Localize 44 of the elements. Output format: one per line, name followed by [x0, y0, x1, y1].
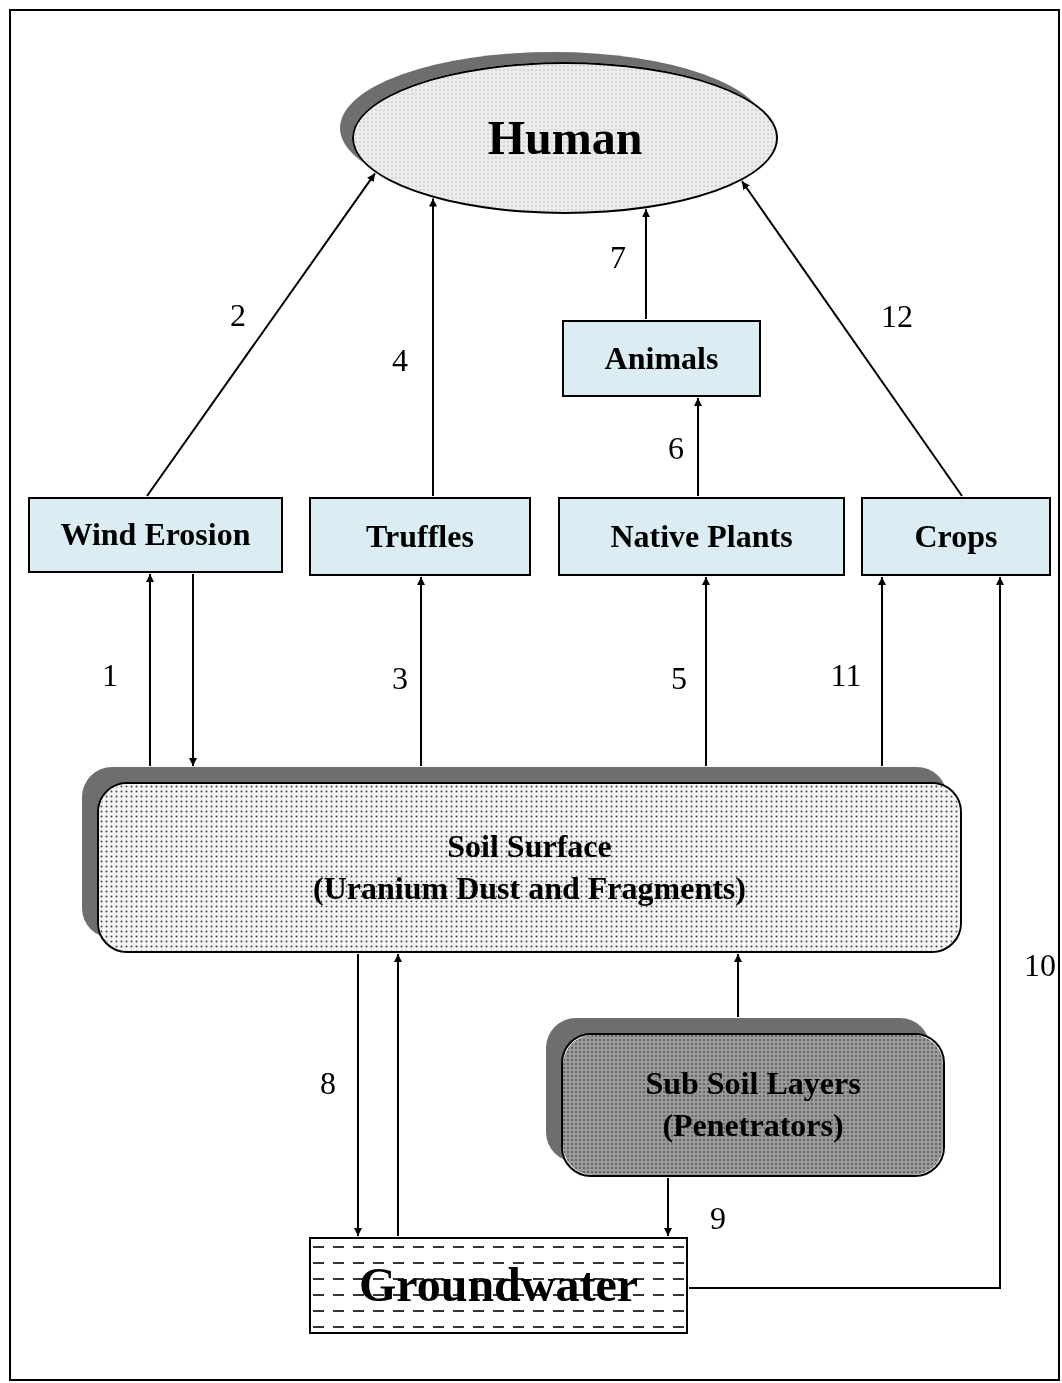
- arrow: [688, 576, 1004, 1289]
- node-label: (Penetrators): [662, 1106, 844, 1145]
- process-box: [558, 497, 845, 576]
- node-label: Wind Erosion: [60, 515, 251, 555]
- arrow: [354, 953, 362, 1237]
- node-label: Soil Surface: [447, 826, 612, 866]
- node-label: Crops: [914, 516, 998, 556]
- node-label: Human: [487, 109, 643, 166]
- process-box: [562, 320, 761, 397]
- node-label: Native Plants: [610, 516, 793, 556]
- edge-label: 1: [102, 656, 118, 694]
- edge-label: 7: [610, 238, 626, 276]
- node-label: Truffles: [366, 516, 474, 556]
- process-box: [309, 497, 531, 576]
- edge-label: 2: [230, 296, 246, 334]
- edge-label: 11: [830, 656, 862, 694]
- edge-label: 12: [881, 297, 913, 335]
- edge-label: 10: [1024, 946, 1056, 984]
- edge-label: 4: [392, 341, 408, 379]
- edge-label: 3: [392, 659, 408, 697]
- edge-label: 5: [671, 659, 687, 697]
- edge-label: 6: [668, 429, 684, 467]
- arrow: [189, 573, 197, 767]
- arrow: [417, 576, 425, 767]
- node-label: Animals: [604, 338, 719, 378]
- arrow: [702, 576, 710, 767]
- arrow: [394, 953, 402, 1237]
- arrow: [146, 172, 376, 497]
- edge-label: 9: [710, 1199, 726, 1237]
- arrow: [694, 397, 702, 497]
- arrow: [734, 953, 742, 1018]
- arrow: [146, 573, 154, 767]
- arrow: [741, 180, 963, 497]
- arrow: [878, 576, 886, 767]
- node-label: Sub Soil Layers: [645, 1064, 861, 1104]
- process-box: [28, 497, 283, 573]
- arrow: [664, 1177, 672, 1237]
- edge-label: 8: [320, 1064, 336, 1102]
- arrow: [429, 197, 437, 497]
- arrow: [642, 208, 650, 320]
- process-box: [861, 497, 1051, 576]
- groundwater-box: [309, 1237, 688, 1334]
- node-label: Groundwater: [358, 1257, 639, 1314]
- node-label: (Uranium Dust and Fragments): [313, 868, 746, 908]
